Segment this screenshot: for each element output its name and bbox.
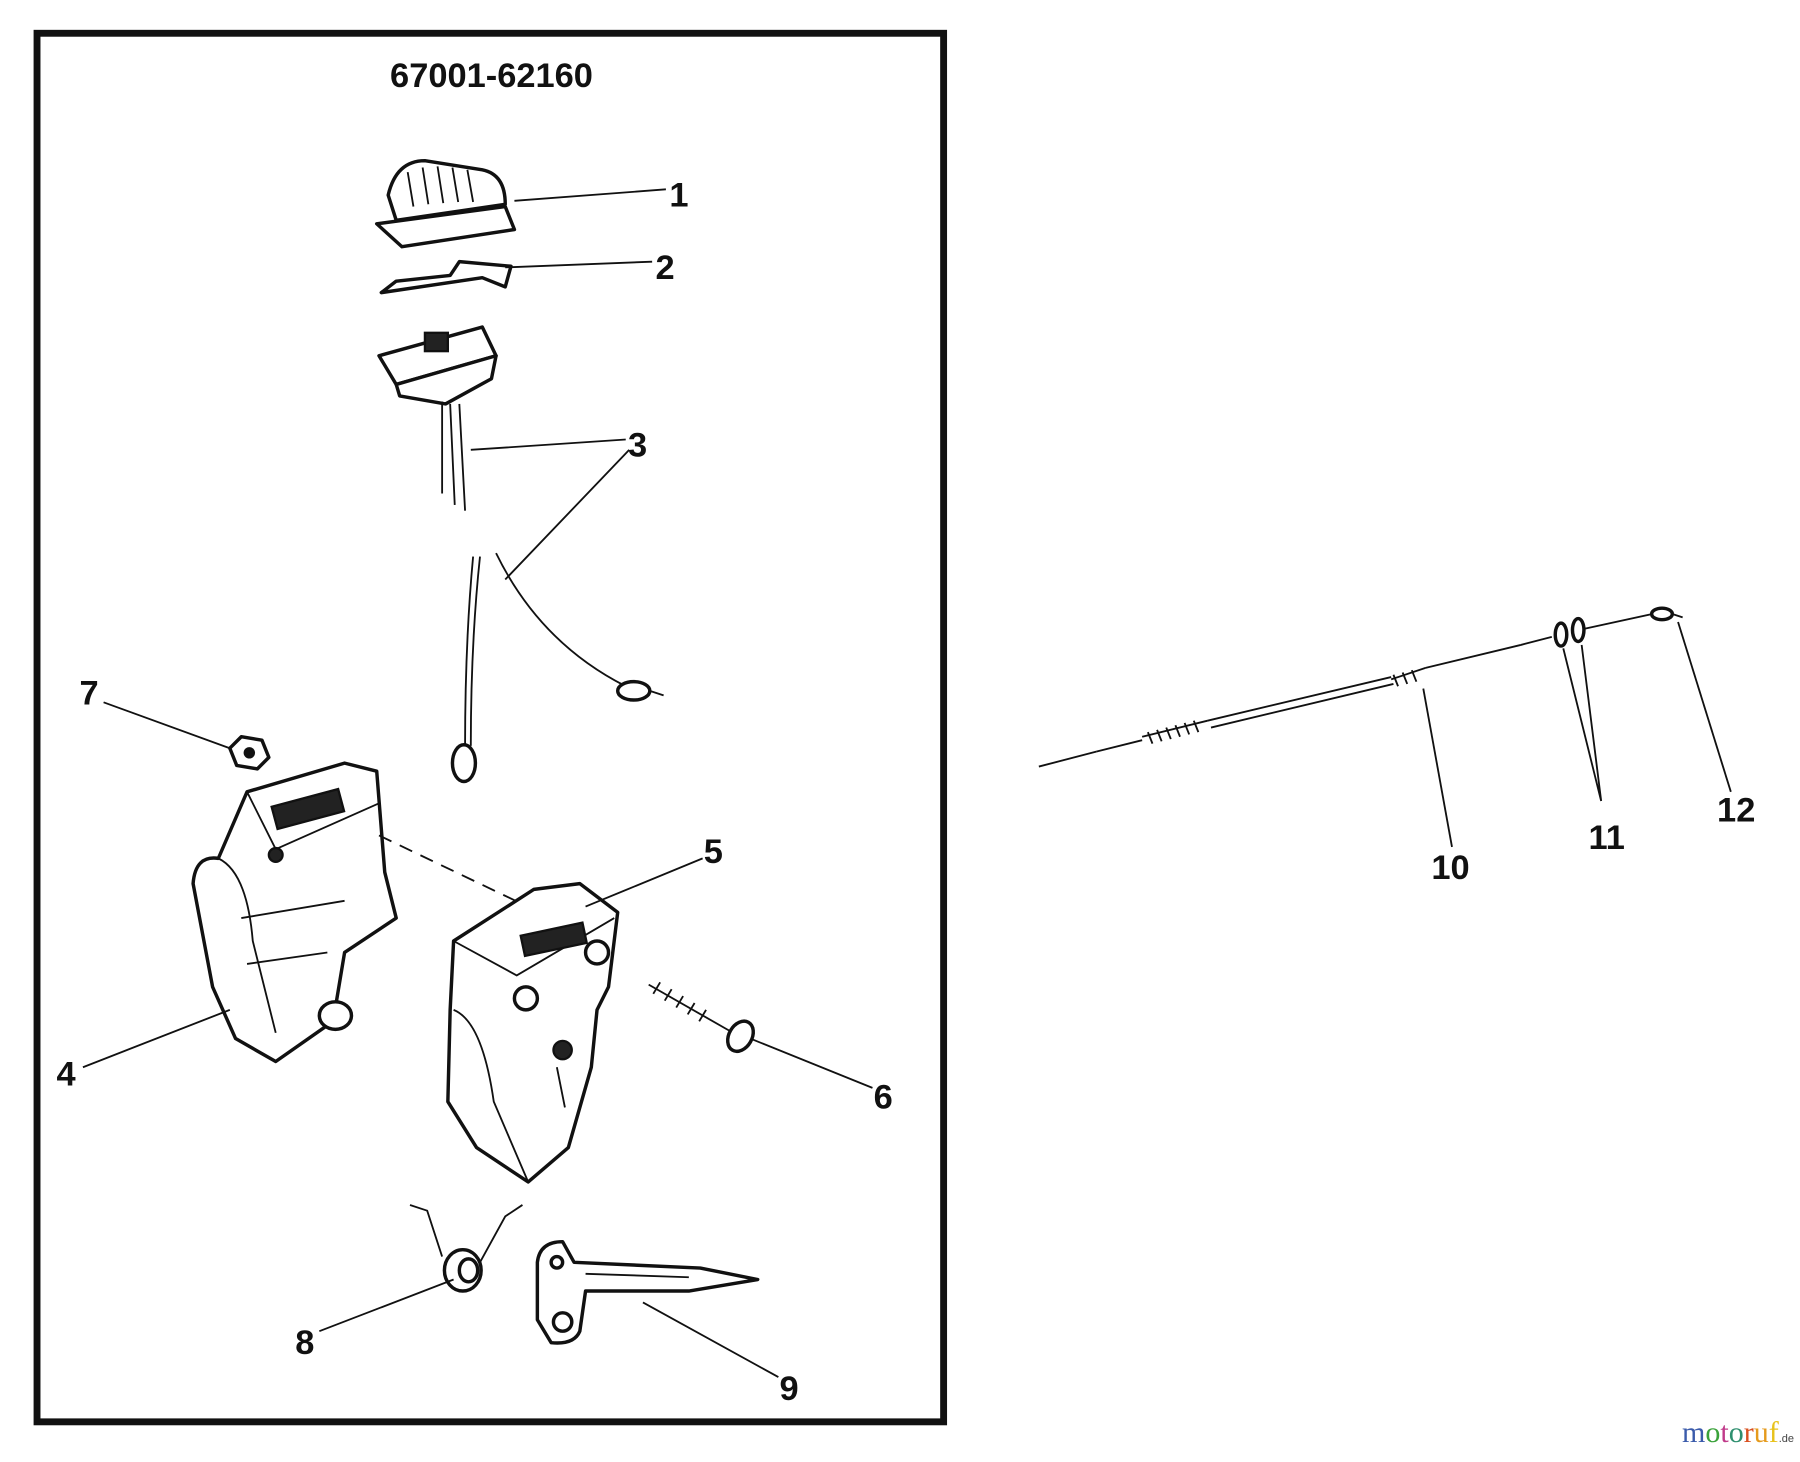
callout-9: 9 <box>780 1370 799 1408</box>
nut-part <box>228 735 271 771</box>
callout-10: 10 <box>1431 849 1469 887</box>
watermark-suffix: .de <box>1778 1433 1794 1445</box>
screw-part <box>648 981 755 1054</box>
right-housing-part <box>446 881 620 1184</box>
spring-part <box>409 1204 523 1293</box>
watermark-letter: m <box>1682 1416 1706 1449</box>
lever-part <box>535 1239 760 1345</box>
left-housing-part <box>191 761 398 1064</box>
callout-4: 4 <box>57 1056 76 1094</box>
callout-6: 6 <box>874 1079 893 1117</box>
watermark-letter: o <box>1728 1416 1744 1449</box>
callout-1: 1 <box>669 177 688 215</box>
callout-12: 12 <box>1717 792 1755 830</box>
switch-cover-part <box>374 158 517 249</box>
callout-8: 8 <box>295 1324 314 1362</box>
motoruf-watermark-logo: motoruf.de <box>1682 1416 1794 1450</box>
callout-3: 3 <box>628 427 647 465</box>
watermark-letter: o <box>1705 1416 1721 1449</box>
switch-part <box>377 325 664 784</box>
gasket-part <box>379 259 513 295</box>
diagram-frame <box>33 29 948 1426</box>
assembly-dashed-line <box>378 834 541 914</box>
watermark-letter: r <box>1743 1416 1754 1449</box>
callout-7: 7 <box>79 675 98 713</box>
leader-lines <box>82 188 1732 1378</box>
part-number-title: 67001-62160 <box>390 57 593 95</box>
watermark-letter: u <box>1753 1416 1769 1449</box>
watermark-letter: t <box>1720 1416 1729 1449</box>
callout-5: 5 <box>704 833 723 871</box>
watermark-letter: f <box>1768 1416 1779 1449</box>
callout-2: 2 <box>656 249 675 287</box>
callout-11: 11 <box>1589 819 1625 857</box>
throttle-cable-part <box>1038 606 1683 768</box>
